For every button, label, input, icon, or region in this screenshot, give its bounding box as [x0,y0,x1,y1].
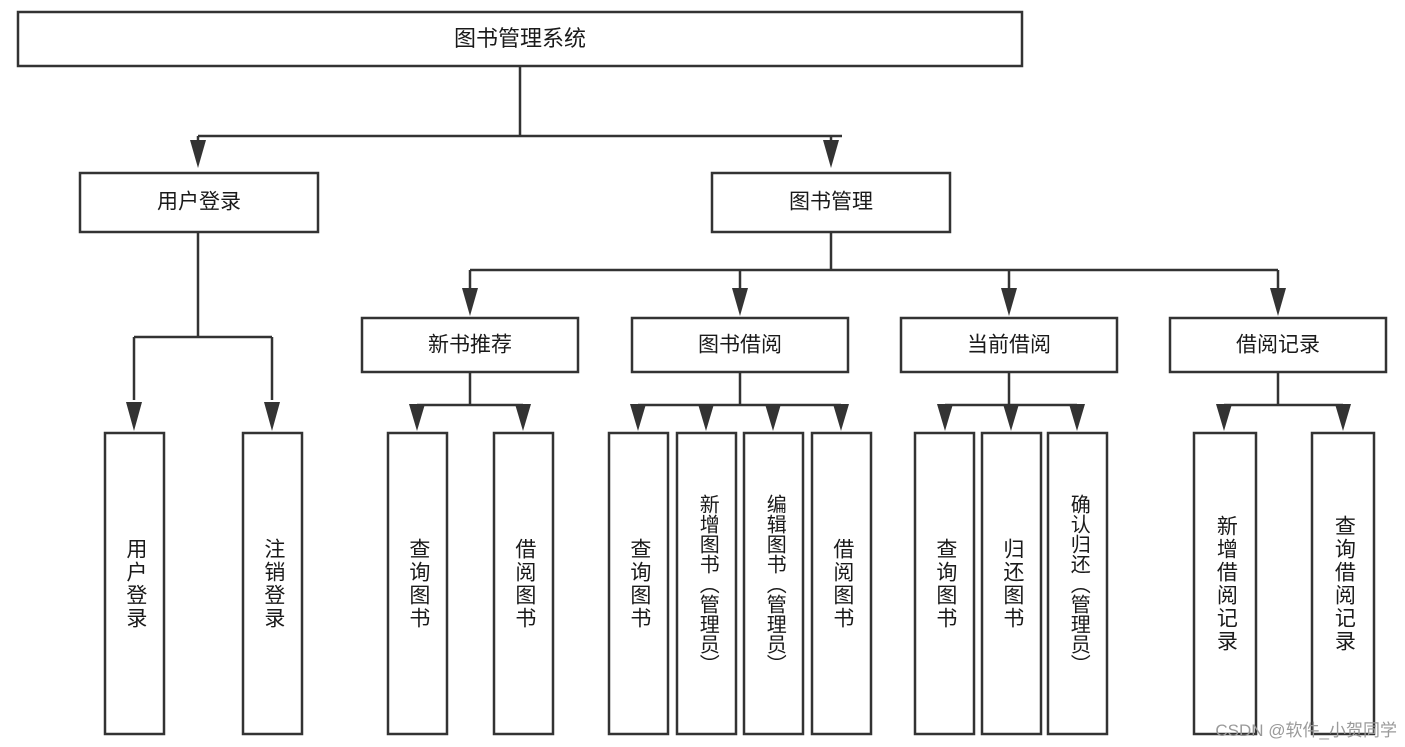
leaf-box-current-confirm[interactable] [1046,431,1109,736]
leaf-box-record-add[interactable] [1192,431,1258,736]
leaf-box-new-book-query[interactable] [386,431,449,736]
leaf-box-user-login-logout[interactable] [241,431,304,736]
node-root-system[interactable]: 图书管理系统 [16,10,1024,68]
connector-book-management-to-level3 [462,232,1286,316]
node-new-book-recommend-label: 新书推荐 [428,334,512,357]
node-user-login-label: 用户登录 [157,191,241,214]
connector-borrow-record-to-leaves [1216,372,1351,431]
leaf-box-current-query[interactable] [913,431,976,736]
node-book-management-label: 图书管理 [789,191,873,214]
node-book-borrow[interactable]: 图书借阅 [630,316,850,374]
connector-book-borrow-to-leaves [630,372,849,431]
csdn-watermark: CSDN @软件_小贺同学 [1215,721,1397,740]
connector-new-book-to-leaves [409,372,531,431]
node-current-borrow-label: 当前借阅 [967,334,1051,357]
connector-root-to-level2 [190,66,842,168]
leaf-box-current-return[interactable] [980,431,1043,736]
connector-user-login-to-leaves [126,232,280,431]
node-book-borrow-label: 图书借阅 [698,334,782,357]
node-borrow-record-label: 借阅记录 [1236,334,1320,357]
node-root-system-label: 图书管理系统 [454,26,586,51]
node-borrow-record[interactable]: 借阅记录 [1168,316,1388,374]
leaf-box-borrow-lend[interactable] [810,431,873,736]
leaf-box-user-login-login[interactable] [103,431,166,736]
leaf-box-new-book-borrow[interactable] [492,431,555,736]
leaf-box-borrow-edit[interactable] [742,431,805,736]
node-book-management[interactable]: 图书管理 [710,171,952,234]
node-user-login[interactable]: 用户登录 [78,171,320,234]
leaf-box-borrow-query[interactable] [607,431,670,736]
node-current-borrow[interactable]: 当前借阅 [899,316,1119,374]
leaf-box-record-query[interactable] [1310,431,1376,736]
leaf-box-borrow-add[interactable] [675,431,738,736]
node-new-book-recommend[interactable]: 新书推荐 [360,316,580,374]
connector-current-borrow-to-leaves [937,372,1085,431]
